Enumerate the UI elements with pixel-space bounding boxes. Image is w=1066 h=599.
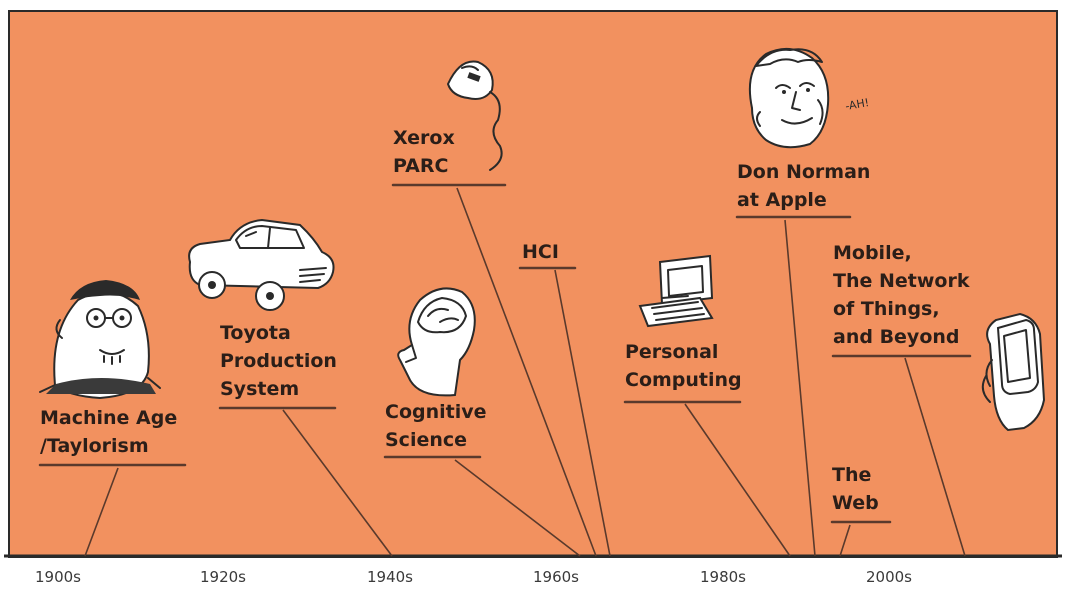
event-label-xerox-parc: Xerox PARC [393,127,455,177]
computer-icon [638,254,714,328]
leader-cognitive-science [454,459,581,557]
mouse-icon [446,60,503,171]
leader-mobile [904,357,966,557]
leader-don-norman [784,219,816,557]
event-label-mobile: Mobile, The Network of Things, and Beyon… [833,242,970,348]
axis-tick-1980s: 1980s [700,568,746,586]
leader-toyota [282,409,393,557]
event-label-don-norman: Don Norman at Apple [737,161,871,211]
car-icon [188,218,335,311]
event-label-toyota: Toyota Production System [220,322,337,400]
event-label-hci: HCI [522,241,559,263]
head-brain-icon [397,287,476,397]
leader-xerox-parc [456,187,597,557]
axis-tick-1960s: 1960s [533,568,579,586]
taylor-face-icon [39,280,161,400]
leader-personal-computing [684,403,791,557]
leader-machine-age [84,467,119,557]
leader-hci [554,269,611,557]
doodle-text: -AH! [844,96,870,113]
event-label-cognitive-science: Cognitive Science [385,401,487,451]
phone-hand-icon [981,312,1046,432]
axis-tick-1920s: 1920s [200,568,246,586]
event-label-machine-age: Machine Age /Taylorism [40,407,178,457]
norman-face-icon [748,47,830,149]
axis-tick-1900s: 1900s [35,568,81,586]
timeline-panel [8,10,1058,558]
event-label-personal-computing: Personal Computing [625,341,742,391]
leader-the-web [839,524,851,557]
axis-tick-2000s: 2000s [866,568,912,586]
axis-tick-1940s: 1940s [367,568,413,586]
event-label-the-web: The Web [832,464,879,514]
